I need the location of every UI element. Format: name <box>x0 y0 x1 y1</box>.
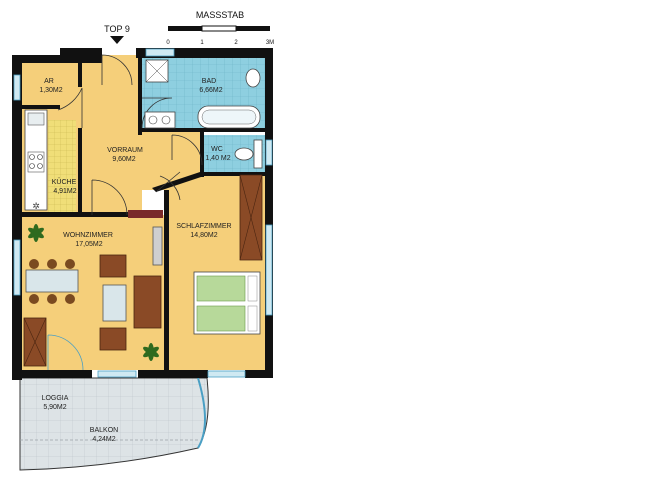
dining-chair <box>47 294 57 304</box>
radiator <box>128 210 163 218</box>
room-wohnzimmer-name: WOHNZIMMER <box>63 232 113 239</box>
coffee-table <box>102 284 127 322</box>
dining-chair <box>65 259 75 269</box>
room-ar-area: 1,30M2 <box>39 87 62 94</box>
unit-label: TOP 9 <box>104 24 130 34</box>
balcony-area <box>19 377 209 471</box>
room-schlafzimmer-name: SCHLAFZIMMER <box>176 223 231 230</box>
room-wc-area: 1,40 M2 <box>205 155 230 162</box>
room-ar-floor <box>22 62 80 107</box>
scale-tick-2: 2 <box>234 40 238 46</box>
kitchen-sink <box>27 112 45 126</box>
sofa <box>133 275 162 329</box>
kitchen-fixtures: ✲ <box>24 109 48 212</box>
bathroom-fixtures <box>144 59 263 169</box>
room-bad-area: 6,66M2 <box>199 87 222 94</box>
dining-chair <box>47 259 57 269</box>
walls <box>12 48 273 380</box>
room-vorraum-floor <box>80 55 142 215</box>
room-schlafzimmer-area: 14,80M2 <box>190 232 217 239</box>
room-balkon-name: BALKON <box>90 427 118 434</box>
room-loggia-area: 5,90M2 <box>43 404 66 411</box>
room-kueche-area: 4,91M2 <box>53 188 76 195</box>
room-wc-name: WC <box>211 146 223 153</box>
pillow <box>247 305 258 332</box>
doors <box>47 54 203 371</box>
wc-cistern <box>253 139 263 169</box>
bedroom-furniture <box>193 174 263 335</box>
scale-tick-1: 1 <box>200 40 204 46</box>
scale-bar: MASSSTAB 0 1 2 3M <box>166 10 274 46</box>
room-loggia-name: LOGGIA <box>42 395 69 402</box>
kitchen-tile-strip <box>48 120 76 215</box>
living-furniture <box>23 210 163 367</box>
room-vorraum-area: 9,60M2 <box>112 156 135 163</box>
armchair <box>99 254 127 278</box>
scale-tick-0: 0 <box>166 40 170 46</box>
dining-table <box>25 269 79 293</box>
windows <box>13 48 273 378</box>
washing-machine <box>144 111 176 129</box>
room-balkon-area: 4,24M2 <box>92 436 115 443</box>
room-vorraum-name: VORRAUM <box>107 147 143 154</box>
stove <box>27 151 45 173</box>
room-wohnzimmer-area: 17,05M2 <box>75 241 102 248</box>
plant-icon <box>143 343 159 361</box>
room-kueche-name: KÜCHE <box>52 178 77 186</box>
armchair <box>99 327 127 351</box>
room-bad-name: BAD <box>202 78 216 85</box>
pillow <box>247 275 258 302</box>
plant-icon <box>28 224 44 242</box>
extractor-fan-icon: ✲ <box>32 202 40 212</box>
balcony-railing <box>197 377 206 449</box>
tv-cabinet <box>152 226 163 266</box>
scale-title: MASSSTAB <box>196 10 244 20</box>
room-ar-name: AR <box>44 78 54 85</box>
scale-tick-3: 3M <box>266 40 274 46</box>
dining-chair <box>29 259 39 269</box>
dining-chair <box>29 294 39 304</box>
wc-toilet <box>234 147 254 161</box>
entrance-arrow-icon <box>110 36 124 44</box>
washbasin <box>245 68 261 88</box>
dining-chair <box>65 294 75 304</box>
